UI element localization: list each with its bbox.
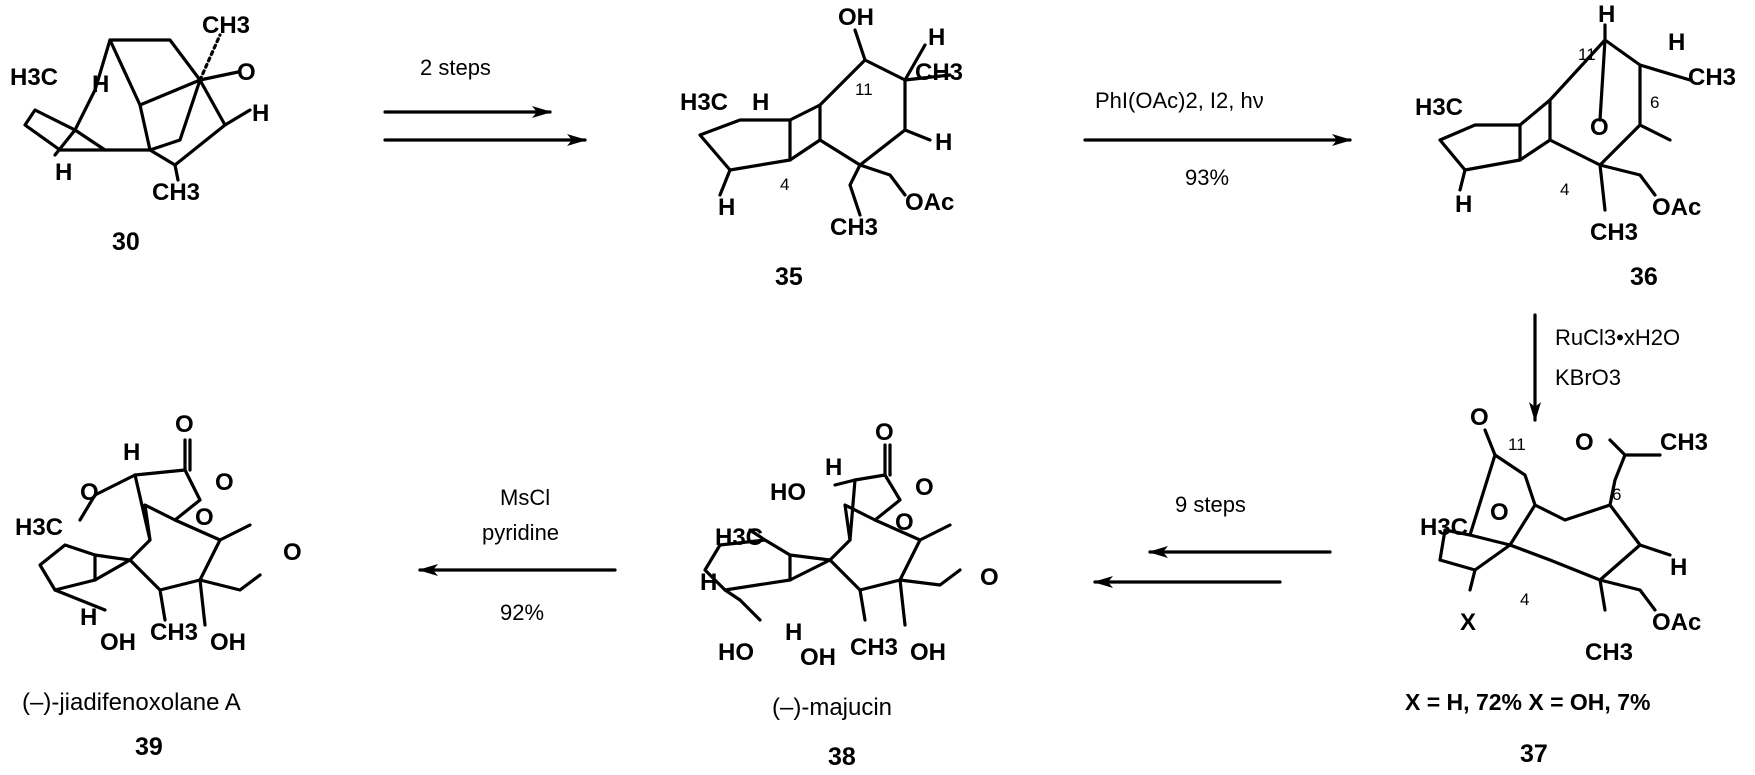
compound-label-39: 39 xyxy=(135,733,163,761)
c38-hydroxyl-b2: OH xyxy=(800,644,836,671)
c39-hydrogen-low: H xyxy=(80,604,97,631)
c30-methyl-top: CH3 xyxy=(202,12,250,39)
c36-methyl-right: CH3 xyxy=(1688,64,1736,91)
c30-methyl-left: H3C xyxy=(10,64,58,91)
compound-35: OH H CH3 11 H3C H H 4 H OAc CH3 35 xyxy=(680,4,963,291)
c37-lactone-oxygen: O xyxy=(1470,404,1489,431)
c39-hydroxyl-b1: OH xyxy=(100,629,136,656)
c35-hydrogen-top: H xyxy=(928,24,945,51)
c30-methyl-bottom: CH3 xyxy=(152,179,200,206)
c35-methyl-bottom: CH3 xyxy=(830,214,878,241)
step3-reagent-1: RuCl3•xH2O xyxy=(1555,325,1680,350)
c38-hydrogen-left: H xyxy=(700,569,717,596)
step1-reagent: 2 steps xyxy=(420,55,491,80)
c39-methyl-left: H3C xyxy=(15,514,63,541)
compound-38: O H HO O O H3C O H HO H OH CH3 OH (–)-ma… xyxy=(700,419,999,771)
c36-position-11: 11 xyxy=(1578,45,1596,64)
c37-ketone-methyl: CH3 xyxy=(1660,429,1708,456)
c39-keto-oxygen: O xyxy=(283,539,302,566)
c37-hydrogen-right: H xyxy=(1670,554,1687,581)
c30-oxygen: O xyxy=(237,59,256,86)
c39-ring-oxygen: O xyxy=(80,479,99,506)
compound-37: O 11 O CH3 6 H3C O H 4 X OAc CH3 X = H, … xyxy=(1405,404,1708,768)
c38-methyl-left: H3C xyxy=(715,524,763,551)
c37-acetoxy: OAc xyxy=(1652,609,1701,636)
c35-acetoxy: OAc xyxy=(905,189,954,216)
c39-ester-oxygen-2: O xyxy=(195,504,214,531)
step3-reagent-2: KBrO3 xyxy=(1555,365,1621,390)
c37-yields: X = H, 72% X = OH, 7% xyxy=(1405,689,1650,715)
c37-position-11: 11 xyxy=(1508,435,1526,454)
c35-methyl-right: CH3 xyxy=(915,59,963,86)
arrow-mscl: MsCl pyridine 92% xyxy=(418,485,617,625)
compound-36: H 11 H CH3 6 H3C O 4 H OAc CH3 36 xyxy=(1415,1,1736,291)
c38-methyl-bottom: CH3 xyxy=(850,634,898,661)
c36-position-6: 6 xyxy=(1650,93,1659,112)
arrow-two-steps: 2 steps xyxy=(383,55,587,146)
c30-hydrogen-low: H xyxy=(55,159,72,186)
c35-hydrogen-ring: H xyxy=(752,89,769,116)
c30-hydrogen-ring: H xyxy=(92,71,109,98)
c35-hydrogen-right: H xyxy=(935,129,952,156)
c35-position-11: 11 xyxy=(855,80,873,99)
c37-position-4: 4 xyxy=(1520,590,1529,609)
c36-position-4: 4 xyxy=(1560,180,1569,199)
c39-methyl-bottom: CH3 xyxy=(150,619,198,646)
compound-label-38: 38 xyxy=(828,743,856,771)
c35-position-4: 4 xyxy=(780,175,789,194)
c37-ketone-oxygen: O xyxy=(1575,429,1594,456)
c36-methyl-left: H3C xyxy=(1415,94,1463,121)
step5-reagent-2: pyridine xyxy=(482,520,559,545)
c38-hydroxyl-b3: OH xyxy=(910,639,946,666)
step5-yield: 92% xyxy=(500,600,544,625)
c38-ester-oxygen: O xyxy=(915,474,934,501)
arrow-oxidation: RuCl3•xH2O KBrO3 xyxy=(1529,313,1680,422)
step4-reagent: 9 steps xyxy=(1175,492,1246,517)
c37-methyl-left: H3C xyxy=(1420,514,1468,541)
step2-reagent: PhI(OAc)2, I2, hν xyxy=(1095,88,1264,113)
c37-ring-oxygen: O xyxy=(1490,499,1509,526)
step2-yield: 93% xyxy=(1185,165,1229,190)
c38-keto-oxygen: O xyxy=(980,564,999,591)
c38-ester-oxygen-2: O xyxy=(895,509,914,536)
c36-oxygen: O xyxy=(1590,114,1609,141)
c37-methyl-bottom: CH3 xyxy=(1585,639,1633,666)
compound-30: CH3 O H3C H H H CH3 30 xyxy=(10,12,269,256)
c35-hydroxyl: OH xyxy=(838,4,874,31)
compound-name-39: (–)-jiadifenoxolane A xyxy=(22,689,241,716)
c30-hydrogen-right: H xyxy=(252,100,269,127)
c37-substituent-x: X xyxy=(1460,609,1476,636)
compound-label-30: 30 xyxy=(112,228,140,256)
step5-reagent-1: MsCl xyxy=(500,485,550,510)
compound-label-35: 35 xyxy=(775,263,803,291)
c38-hydroxyl-b1: HO xyxy=(718,639,754,666)
c38-hydrogen-top: H xyxy=(825,454,842,481)
c35-methyl-left: H3C xyxy=(680,89,728,116)
c38-hydrogen-b: H xyxy=(785,619,802,646)
c39-ester-oxygen: O xyxy=(215,469,234,496)
c38-carbonyl-oxygen-top: O xyxy=(875,419,894,446)
compound-label-36: 36 xyxy=(1630,263,1658,291)
compound-label-37: 37 xyxy=(1520,740,1548,768)
compound-39: O H O O O H3C O H OH CH3 OH (–)-jiadifen… xyxy=(15,411,302,761)
c35-hydrogen-low: H xyxy=(718,194,735,221)
arrow-nine-steps: 9 steps xyxy=(1093,492,1332,588)
c38-hydroxyl-top: HO xyxy=(770,479,806,506)
c39-hydroxyl-b2: OH xyxy=(210,629,246,656)
c39-hydrogen-top: H xyxy=(123,439,140,466)
c36-hydrogen-low: H xyxy=(1455,191,1472,218)
c36-acetoxy: OAc xyxy=(1652,194,1701,221)
compound-name-38: (–)-majucin xyxy=(772,694,892,721)
c36-hydrogen-6: H xyxy=(1668,29,1685,56)
c39-carbonyl-oxygen-top: O xyxy=(175,411,194,438)
c37-position-6: 6 xyxy=(1612,485,1621,504)
c36-hydrogen-top: H xyxy=(1598,1,1615,28)
c36-methyl-bottom: CH3 xyxy=(1590,219,1638,246)
arrow-photolysis: PhI(OAc)2, I2, hν 93% xyxy=(1083,88,1352,190)
